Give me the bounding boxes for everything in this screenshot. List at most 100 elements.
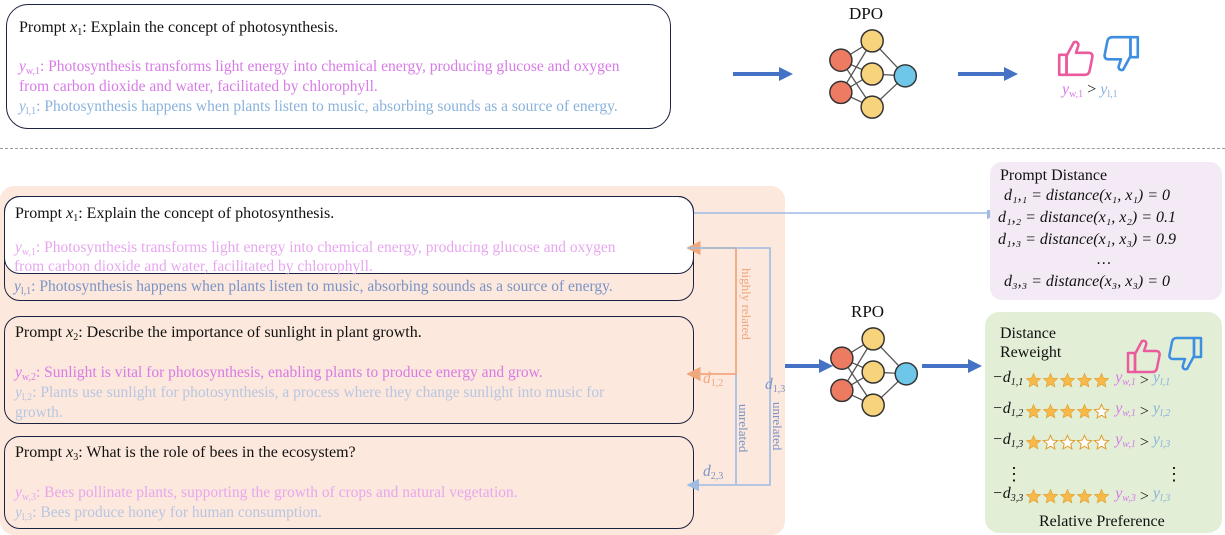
star-empty-icon — [1093, 403, 1110, 420]
star-full-icon — [1042, 403, 1059, 420]
distance-title: Prompt Distance — [1000, 167, 1108, 184]
reweight-title-2: Reweight — [1000, 344, 1062, 361]
p1-sub: 1 — [73, 213, 79, 224]
star-empty-icon — [1059, 434, 1076, 451]
p3-yl-sub: l,3 — [21, 512, 33, 523]
reweight-coef-sub: 1,2 — [1010, 408, 1024, 419]
d12-label: d1,2 — [703, 369, 723, 394]
star-empty-icon — [1093, 434, 1110, 451]
star-full-icon — [1093, 488, 1110, 505]
reweight-yw-sub: w,1 — [1122, 377, 1136, 388]
dpo-chosen-line2: from carbon dioxide and water, facilitat… — [19, 78, 378, 95]
reweight-yl-sub: l,3 — [1159, 493, 1171, 504]
rpo-p3-chosen: yw,3: Bees pollinate plants, supporting … — [15, 484, 518, 503]
prompt-distance-panel: Prompt Distance d₁,₁ = distance(x₁, x₁) … — [990, 162, 1222, 300]
yw-var: y — [19, 58, 26, 75]
rpo-arrow-1 — [785, 359, 833, 373]
p2-yw-sub: w,2 — [21, 372, 36, 383]
reweight-coef-sub: 1,1 — [1010, 377, 1024, 388]
rel-unrelated-a: unrelated — [736, 404, 751, 453]
yl-text: : Photosynthesis happens when plants lis… — [36, 98, 618, 115]
distance-eq-2: d₁,₂ = distance(x₁, x₂) = 0.1 — [998, 209, 1177, 226]
d13-label: d1,3 — [765, 375, 785, 400]
star-full-icon — [1025, 488, 1042, 505]
thumbs-up-icon — [1055, 37, 1097, 79]
rpo-p2-prompt: Prompt x2: Describe the importance of su… — [15, 323, 422, 348]
dpo-preference: yw,1 > yl,1 — [1062, 80, 1118, 105]
reweight-yw: yw,3 — [1115, 485, 1136, 504]
d13-var: d — [765, 376, 773, 393]
rpo-p2-rejected-2: growth. — [15, 404, 63, 421]
reweight-yw-sub: w,1 — [1122, 408, 1136, 419]
dpo-arrow-1 — [733, 67, 793, 81]
dpo-network-icon — [828, 28, 920, 120]
p3-sub: 3 — [73, 452, 79, 463]
star-full-icon — [1076, 372, 1093, 389]
reweight-yw-sub: w,3 — [1122, 493, 1136, 504]
reweight-yw: yw,1 — [1115, 369, 1136, 388]
reweight-vdots-right: ⋮ — [1165, 464, 1183, 484]
d23-sub: 2,3 — [710, 471, 724, 482]
star-full-icon — [1059, 488, 1076, 505]
relative-preference-label: Relative Preference — [1039, 513, 1165, 530]
reweight-op: > — [1139, 371, 1149, 389]
star-rating — [1025, 434, 1110, 451]
reweight-thumbs-down-icon — [1165, 334, 1205, 374]
star-full-icon — [1025, 403, 1042, 420]
star-rating — [1025, 403, 1110, 420]
pref-right: y — [1100, 81, 1108, 98]
d12-sub: 1,2 — [710, 378, 724, 389]
star-full-icon — [1059, 403, 1076, 420]
prompt-sub: 1 — [77, 27, 83, 38]
rpo-arrow-2 — [922, 359, 982, 373]
dpo-arrow-2 — [958, 67, 1018, 81]
section-divider — [0, 148, 1225, 149]
reweight-yw: yw,1 — [1115, 431, 1136, 450]
yw-text: : Photosynthesis transforms light energy… — [39, 58, 620, 75]
reweight-vdots-left: ⋮ — [1005, 464, 1023, 484]
rpo-p3-prompt: Prompt x3: What is the role of bees in t… — [15, 443, 356, 468]
reweight-yl-sub: l,1 — [1159, 377, 1171, 388]
d23-label: d2,3 — [703, 462, 723, 487]
p3-var: x — [66, 444, 74, 461]
rpo-p3-rejected: yl,3: Bees produce honey for human consu… — [15, 504, 322, 523]
reweight-op: > — [1139, 487, 1149, 505]
dpo-rejected-line: yl,1: Photosynthesis happens when plants… — [19, 97, 618, 122]
dpo-chosen-line: yw,1: Photosynthesis transforms light en… — [19, 57, 620, 82]
rpo-network-icon — [829, 326, 921, 418]
p3-text: : What is the role of bees in the ecosys… — [78, 444, 356, 461]
dpo-prompt-box: Prompt x1: Explain the concept of photos… — [6, 4, 671, 129]
p1-var: x — [66, 205, 74, 222]
pref-op: > — [1087, 81, 1097, 98]
pref-left-sub: w,1 — [1069, 89, 1084, 100]
p2-yw-text: : Sunlight is vital for photosynthesis, … — [35, 364, 543, 381]
distance-eq-4: d₃,₃ = distance(x₃, x₃) = 0 — [1004, 273, 1171, 290]
yl-var: y — [19, 98, 26, 115]
reweight-yl: yl,3 — [1152, 431, 1171, 450]
p3-yw-text: : Bees pollinate plants, supporting the … — [35, 484, 518, 501]
reweight-coef: −d1,1 — [992, 369, 1024, 388]
yw-sub: w,1 — [25, 66, 40, 77]
rpo-prompt-3-box: Prompt x3: What is the role of bees in t… — [4, 436, 694, 529]
reweight-coef-sub: 1,3 — [1010, 439, 1024, 450]
star-full-icon — [1025, 372, 1042, 389]
prompt-label: Prompt — [19, 19, 67, 36]
rpo-prompt-1-box: Prompt x1: Explain the concept of photos… — [4, 196, 694, 274]
rpo-label: RPO — [851, 302, 885, 321]
p2-label: Prompt — [15, 324, 63, 341]
relation-connectors — [686, 210, 1000, 492]
p1-yw-text: : Photosynthesis transforms light energy… — [35, 239, 616, 256]
thumbs-down-icon — [1100, 33, 1142, 75]
reweight-coef: −d1,2 — [992, 400, 1024, 419]
star-rating — [1025, 488, 1110, 505]
star-full-icon — [1076, 488, 1093, 505]
star-empty-icon — [1042, 434, 1059, 451]
p2-yl-sub: l,2 — [21, 392, 33, 403]
reweight-op: > — [1139, 433, 1149, 451]
rpo-p2-chosen: yw,2: Sunlight is vital for photosynthes… — [15, 364, 543, 383]
p1-text: : Explain the concept of photosynthesis. — [78, 205, 335, 222]
